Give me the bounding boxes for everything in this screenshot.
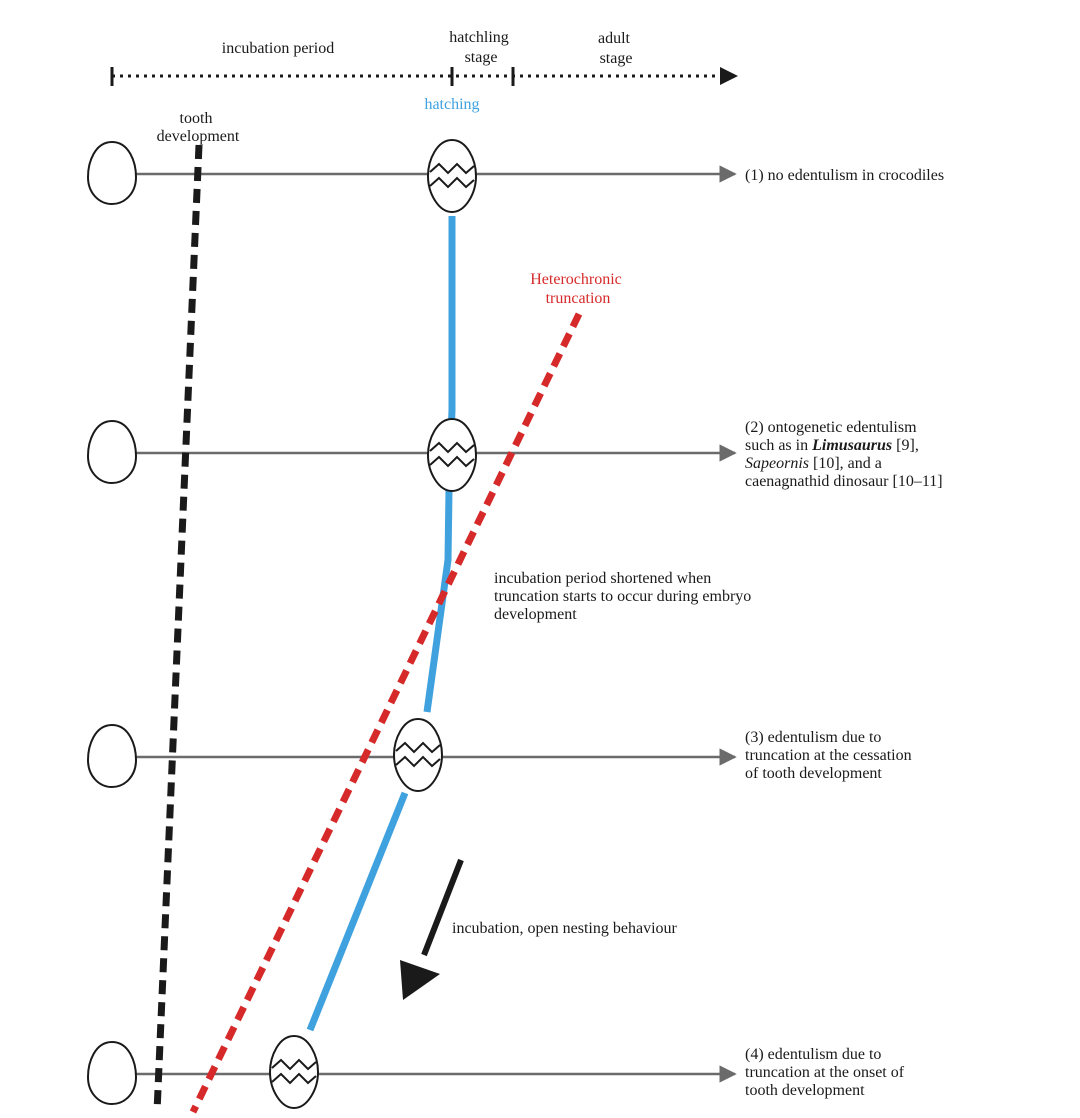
hatchling-stage-label: hatchling stage — [449, 29, 513, 66]
adult-stage-label: adult stage — [598, 30, 634, 67]
tooth-development-dashed-line — [153, 144, 203, 1113]
start-eggs — [86, 140, 138, 1106]
egg-icon — [86, 140, 138, 206]
egg-icon — [86, 1040, 138, 1106]
incubation-period-label: incubation period — [222, 40, 334, 57]
scenario-3-label: (3) edentulism due to truncation at the … — [745, 729, 916, 782]
incubation-arrow-label: incubation, open nesting behaviour — [452, 920, 678, 937]
cracked-egg-icon — [426, 417, 478, 493]
incubation-arrow-shaft — [421, 858, 464, 957]
egg-icon — [86, 419, 138, 485]
cracked-egg-icon — [268, 1034, 320, 1110]
cracked-egg-icon — [426, 138, 478, 214]
incubation-arrowhead — [400, 960, 440, 1000]
timeline-arrowhead — [720, 67, 738, 85]
timeline: incubation period hatchling stage adult … — [110, 29, 738, 113]
hatching-label: hatching — [424, 96, 479, 113]
scenario-4-label: (4) edentulism due to truncation at the … — [745, 1046, 908, 1099]
heterochronic-red-dashed-line — [189, 312, 583, 1114]
scenario-1-label: (1) no edentulism in crocodiles — [745, 167, 944, 184]
cracked-egg-icon — [392, 717, 444, 793]
hatching-eggs — [268, 138, 478, 1110]
scenario-lines — [134, 165, 737, 1083]
hatching-blue-line-lower — [306, 791, 409, 1032]
egg-icon — [86, 723, 138, 789]
heterochronic-truncation-label: Heterochronic truncation — [530, 271, 626, 307]
incubation-arrow — [400, 858, 464, 1000]
shortening-note: incubation period shortened when truncat… — [494, 570, 755, 623]
tooth-development-label: tooth development — [157, 110, 240, 145]
scenario-2-label: (2) ontogenetic edentulism such as in Li… — [745, 419, 943, 490]
